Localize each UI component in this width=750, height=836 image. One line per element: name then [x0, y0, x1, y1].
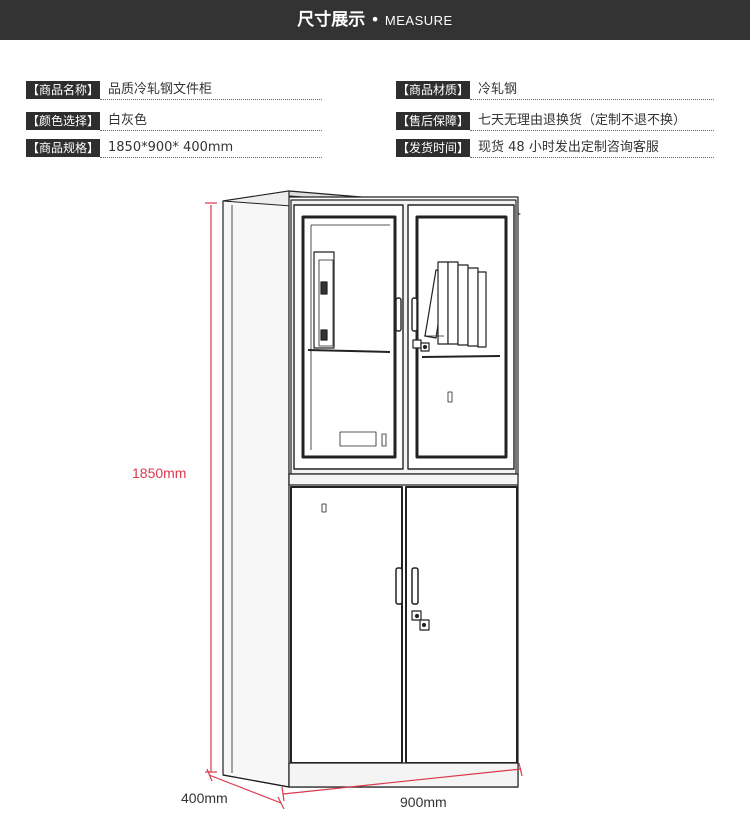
spec-label-color: 【颜色选择】: [26, 112, 101, 130]
section-banner: 尺寸展示 • MEASURE: [0, 0, 750, 40]
banner-title-cn: 尺寸展示: [297, 10, 366, 30]
depth-dimension-line: [208, 774, 282, 804]
spec-row-service: 【售后保障】 七天无理由退换货（定制不退不换）: [396, 110, 715, 132]
banner-title-en: MEASURE: [384, 13, 453, 28]
glass-panel-right: [415, 215, 508, 459]
glass-section: [290, 199, 517, 475]
spec-value-material: 冷轧钢: [470, 80, 715, 100]
spec-label-material: 【商品材质】: [396, 81, 471, 99]
glass-panel-left: [301, 215, 397, 459]
dimension-lines: [205, 202, 523, 810]
steel-handle-left: [395, 567, 403, 605]
height-label: 1850mm: [132, 465, 187, 481]
spec-value-size: 1850*900* 400mm: [100, 138, 323, 158]
width-label: 900mm: [400, 794, 447, 810]
spec-row-material: 【商品材质】 冷轧钢: [396, 79, 715, 101]
steel-handle-right: [411, 567, 419, 605]
spec-row-color: 【颜色选择】 白灰色: [26, 110, 323, 132]
desk-box: [339, 431, 377, 447]
spec-label-size: 【商品规格】: [26, 139, 101, 157]
folders-left: [313, 251, 335, 349]
spec-label-service: 【售后保障】: [396, 112, 471, 130]
spec-row-delivery: 【发货时间】 现货 48 小时发出定制咨询客服: [396, 137, 715, 159]
steel-lock: [411, 610, 430, 631]
steel-door-left: [290, 486, 403, 764]
folders-right: [424, 261, 487, 348]
glass-handle-left: [395, 297, 402, 332]
banner-separator: •: [370, 10, 380, 29]
spec-label-name: 【商品名称】: [26, 81, 101, 99]
steel-section: [290, 486, 518, 764]
spec-value-name: 品质冷轧钢文件柜: [100, 80, 323, 100]
width-dimension-line: [282, 768, 522, 795]
glass-lock: [412, 339, 430, 352]
spec-row-name: 【商品名称】 品质冷轧钢文件柜: [26, 79, 323, 101]
glass-handle-right: [411, 297, 418, 332]
depth-label: 400mm: [181, 790, 228, 806]
cabinet-divider: [288, 473, 519, 486]
spec-value-delivery: 现货 48 小时发出定制咨询客服: [470, 138, 715, 158]
spec-value-color: 白灰色: [100, 111, 323, 131]
glass-door-left: [293, 204, 404, 470]
spec-label-delivery: 【发货时间】: [396, 139, 471, 157]
cabinet-base: [288, 762, 519, 788]
spec-row-size: 【商品规格】 1850*900* 400mm: [26, 137, 323, 159]
cabinet-side-panel: [222, 190, 290, 788]
spec-value-service: 七天无理由退换货（定制不退不换）: [470, 111, 715, 131]
